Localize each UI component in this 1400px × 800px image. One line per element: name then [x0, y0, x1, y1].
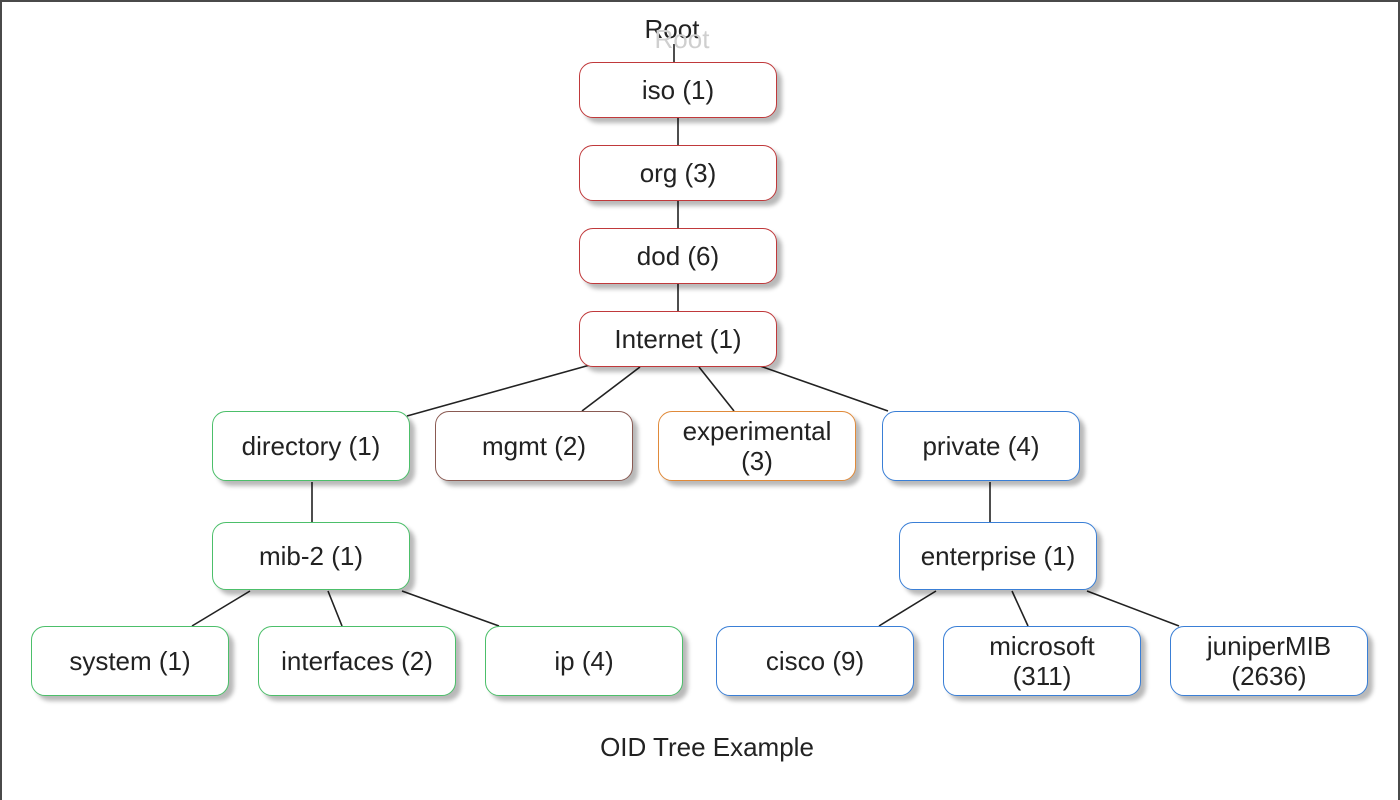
- node-directory: directory (1): [212, 411, 410, 481]
- connector-internet-directory: [406, 364, 591, 417]
- connector-enterprise-juniper: [1086, 590, 1180, 627]
- node-dod: dod (6): [579, 228, 777, 284]
- node-junipermib: juniperMIB (2636): [1170, 626, 1368, 696]
- node-interfaces: interfaces (2): [258, 626, 456, 696]
- node-mib-2: mib-2 (1): [212, 522, 410, 590]
- node-mgmt: mgmt (2): [435, 411, 633, 481]
- root-label: Root: [644, 14, 700, 44]
- node-iso: iso (1): [579, 62, 777, 118]
- node-private: private (4): [882, 411, 1080, 481]
- node-org: org (3): [579, 145, 777, 201]
- diagram-caption: OID Tree Example: [600, 732, 814, 762]
- node-experimental: experimental (3): [658, 411, 856, 481]
- node-ip: ip (4): [485, 626, 683, 696]
- root-ghost-label: Root: [654, 24, 710, 54]
- connector-enterprise-microsoft: [1011, 590, 1029, 627]
- connector-internet-experimental: [698, 366, 735, 412]
- node-cisco: cisco (9): [716, 626, 914, 696]
- connector-mib2-ip: [401, 590, 500, 627]
- node-internet: Internet (1): [579, 311, 777, 367]
- node-enterprise: enterprise (1): [899, 522, 1097, 590]
- node-system: system (1): [31, 626, 229, 696]
- connector-mib2-interfaces: [327, 590, 343, 627]
- connector-internet-mgmt: [581, 366, 641, 412]
- connector-internet-private: [759, 365, 889, 412]
- connector-mib2-system: [191, 590, 251, 627]
- node-microsoft: microsoft (311): [943, 626, 1141, 696]
- connector-enterprise-cisco: [878, 590, 937, 627]
